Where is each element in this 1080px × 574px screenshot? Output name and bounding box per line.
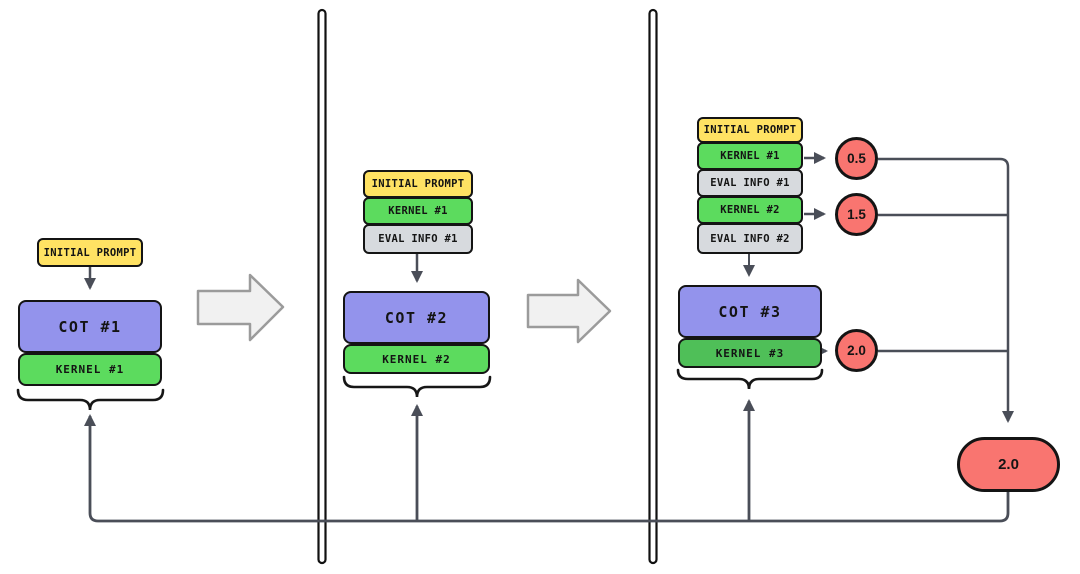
initial-prompt-box: INITIAL PROMPT xyxy=(697,117,803,143)
underbrace-1 xyxy=(16,388,165,411)
panel-divider-2 xyxy=(648,8,658,565)
score-rail xyxy=(878,157,1014,423)
kernel-box-2: KERNEL #2 xyxy=(343,344,490,374)
score-circle-kernel-3: 2.0 xyxy=(835,329,878,372)
score-circle-kernel-2: 1.5 xyxy=(835,193,878,236)
next-iteration-arrow-icon xyxy=(526,278,612,344)
context-kernel-1-box: KERNEL #1 xyxy=(363,197,473,225)
next-iteration-arrow-icon xyxy=(196,273,285,342)
underbrace-2 xyxy=(342,375,492,398)
kernel-box-1: KERNEL #1 xyxy=(18,353,162,386)
feedback-loop-line xyxy=(84,414,1010,523)
context-eval-info-1-box: EVAL INFO #1 xyxy=(697,169,803,197)
context-eval-info-1-box: EVAL INFO #1 xyxy=(363,224,473,254)
underbrace-3 xyxy=(676,368,824,390)
initial-prompt-box: INITIAL PROMPT xyxy=(37,238,143,267)
final-score-pill: 2.0 xyxy=(957,437,1060,492)
context-eval-info-2-box: EVAL INFO #2 xyxy=(697,223,803,254)
panel-divider-1 xyxy=(317,8,327,565)
context-kernel-2-box: KERNEL #2 xyxy=(697,196,803,224)
kernel-box-3: KERNEL #3 xyxy=(678,338,822,368)
initial-prompt-box: INITIAL PROMPT xyxy=(363,170,473,198)
cot-box-1: COT #1 xyxy=(18,300,162,353)
score-circle-kernel-1: 0.5 xyxy=(835,137,878,180)
cot-box-2: COT #2 xyxy=(343,291,490,344)
context-kernel-1-box: KERNEL #1 xyxy=(697,142,803,170)
cot-box-3: COT #3 xyxy=(678,285,822,338)
